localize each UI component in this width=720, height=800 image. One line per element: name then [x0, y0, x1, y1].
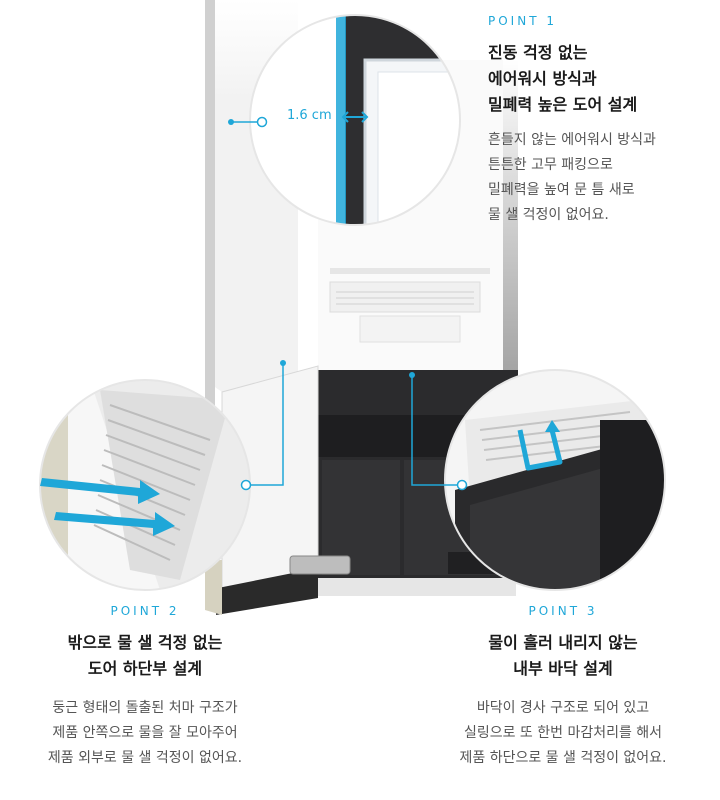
point1-heading-line: 에어워시 방식과 [488, 69, 597, 88]
point2-heading: 밖으로 물 샐 걱정 없는 도어 하단부 설계 [0, 630, 290, 682]
water-flow-arrow-icon [517, 420, 563, 471]
double-arrow-icon [341, 111, 369, 123]
point3-desc-line: 제품 하단으로 물 샐 걱정이 없어요. [459, 750, 667, 766]
point1-label: POINT 1 [488, 14, 557, 28]
point1-description: 흔들지 않는 에어워시 방식과 튼튼한 고무 패킹으로 밀폐력을 높여 문 틈 … [488, 128, 714, 228]
point3-heading-line: 내부 바닥 설계 [513, 659, 613, 678]
point2-desc-line: 제품 안쪽으로 물을 잘 모아주어 [52, 725, 238, 741]
point3-heading: 물이 흘러 내리지 않는 내부 바닥 설계 [410, 630, 716, 682]
point1-heading-line: 진동 걱정 없는 [488, 43, 588, 62]
point3-heading-line: 물이 흘러 내리지 않는 [488, 633, 638, 652]
gap-measurement-label: 1.6 cm [287, 108, 332, 123]
point2-desc-line: 둥근 형태의 돌출된 처마 구조가 [52, 700, 238, 716]
zoom-circle-interior-floor [445, 370, 665, 590]
point3-label: POINT 3 [528, 604, 598, 618]
point1-desc-line: 흔들지 않는 에어워시 방식과 [488, 132, 656, 148]
point2-description: 둥근 형태의 돌출된 처마 구조가 제품 안쪽으로 물을 잘 모아주어 제품 외… [0, 696, 290, 771]
point1-heading-line: 밀폐력 높은 도어 설계 [488, 95, 638, 114]
callout-dots [228, 119, 415, 378]
point2-heading-line: 밖으로 물 샐 걱정 없는 [67, 633, 223, 652]
point3-description: 바닥이 경사 구조로 되어 있고 실링으로 또 한번 마감처리를 해서 제품 하… [410, 696, 716, 771]
point1-heading: 진동 걱정 없는 에어워시 방식과 밀폐력 높은 도어 설계 [488, 40, 714, 118]
point2-desc-line: 제품 외부로 물 샐 걱정이 없어요. [47, 750, 243, 766]
point1-section: POINT 1 진동 걱정 없는 에어워시 방식과 밀폐력 높은 도어 설계 흔… [488, 14, 714, 228]
point3-desc-line: 실링으로 또 한번 마감처리를 해서 [463, 725, 663, 741]
point3-desc-line: 바닥이 경사 구조로 되어 있고 [476, 700, 650, 716]
airflow-arrow-icon [40, 478, 175, 536]
point1-desc-line: 밀폐력을 높여 문 틈 새로 [488, 182, 635, 198]
point2-label: POINT 2 [110, 604, 180, 618]
point1-desc-line: 튼튼한 고무 패킹으로 [488, 157, 613, 173]
point2-section: POINT 2 밖으로 물 샐 걱정 없는 도어 하단부 설계 둥근 형태의 돌… [0, 604, 290, 771]
zoom-circle-door-gasket [250, 15, 460, 225]
point1-desc-line: 물 샐 걱정이 없어요. [488, 207, 609, 223]
point2-heading-line: 도어 하단부 설계 [87, 659, 203, 678]
point3-section: POINT 3 물이 흘러 내리지 않는 내부 바닥 설계 바닥이 경사 구조로… [410, 604, 716, 771]
